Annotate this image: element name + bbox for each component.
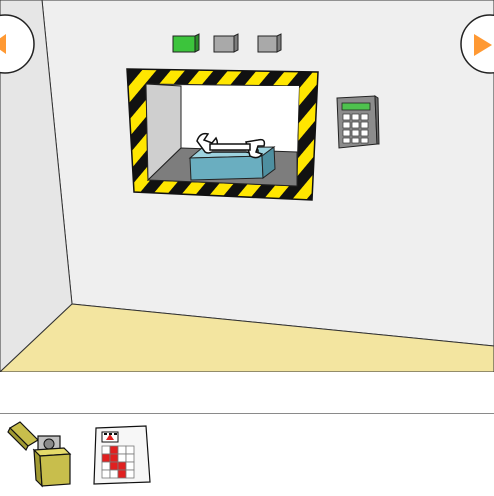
hazard-hatch[interactable] [126, 68, 319, 201]
keypad-buttons[interactable] [342, 113, 369, 144]
inventory-slot-grid-note[interactable] [90, 414, 162, 490]
inventory-slot-lighter[interactable] [4, 414, 76, 490]
indicator-light-1 [172, 33, 200, 53]
message-bar [0, 372, 494, 414]
keypad[interactable] [336, 95, 380, 149]
grid-note-icon [93, 425, 151, 485]
room-scene [0, 0, 494, 372]
floor[interactable] [0, 303, 494, 372]
indicator-light-3 [257, 33, 282, 53]
arrow-left-icon [0, 34, 6, 54]
indicator-lights [172, 33, 282, 53]
nav-right-button[interactable] [460, 14, 494, 74]
inventory-bar [0, 414, 494, 496]
keypad-screen [341, 102, 371, 111]
arrow-right-icon [474, 34, 492, 56]
lighter-icon [7, 421, 72, 488]
nav-left-button[interactable] [0, 14, 35, 74]
wrench-icon[interactable] [196, 132, 266, 159]
indicator-light-2 [213, 33, 239, 53]
